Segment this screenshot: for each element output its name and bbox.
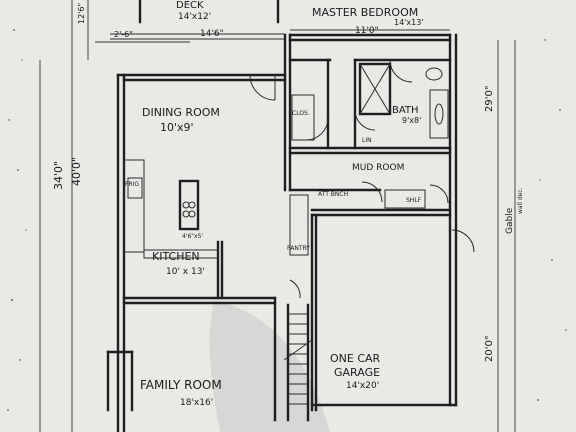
master-bedroom-size: 14'x13' (394, 18, 424, 27)
right-note-2: wall dec. (517, 187, 524, 214)
paper-speckle (7, 29, 567, 411)
left-dim-side: 12'6" (77, 3, 86, 24)
garage-label-2: GARAGE (334, 366, 380, 379)
garage-size: 14'x20' (346, 381, 379, 391)
right-dim-1: 29'0" (484, 86, 495, 112)
exterior-walls (116, 33, 458, 432)
dimension-labels: 14'6" 11'0" 2'-6" 12'6" 34'0" 40'0" 29'0… (52, 3, 524, 362)
deck-label: DECK (176, 0, 204, 11)
kitchen-size: 10' x 13' (166, 267, 205, 277)
door-swings (249, 59, 475, 299)
deck-size: 14'x12' (178, 12, 211, 22)
bench-label: ATT BNCH (318, 191, 348, 198)
frig-label: FRIG (125, 181, 139, 188)
dining-room-label: DINING ROOM (142, 106, 220, 119)
room-labels: DECK 14'x12' MASTER BEDROOM 14'x13' DINI… (140, 0, 424, 408)
garage-label-1: ONE CAR (330, 352, 381, 365)
storage-boxes (289, 94, 426, 256)
shower-stall (358, 62, 392, 116)
closet-label: CLOS. (292, 110, 310, 117)
linen-label: LIN (362, 137, 372, 144)
fixture-labels: CLOS. FRIG PANTRY LIN ATT BNCH SHLF 4'6"… (125, 110, 422, 252)
dining-room-size: 10'x9' (160, 121, 194, 134)
left-total-1: 34'0" (52, 161, 65, 190)
bath-label: BATH (392, 105, 419, 116)
right-note: Gable (505, 207, 515, 234)
paper-shadow (209, 300, 330, 432)
deck-area (110, 0, 285, 40)
bath-fixtures (425, 67, 449, 139)
mud-room-label: MUD ROOM (352, 163, 404, 173)
shelf-label: SHLF (406, 197, 422, 204)
dimension-lines (39, 0, 516, 432)
left-total-2: 40'0" (70, 157, 83, 186)
pantry-label: PANTRY (287, 245, 310, 252)
master-bedroom-label: MASTER BEDROOM (312, 6, 418, 19)
kitchen-label: KITCHEN (152, 250, 200, 263)
kitchen-island (178, 179, 200, 231)
upper-dim-1: 14'6" (200, 29, 224, 39)
bath-size: 9'x8' (402, 116, 421, 125)
family-room-label: FAMILY ROOM (140, 378, 222, 392)
stairs (283, 303, 313, 422)
family-room-size: 18'x16' (180, 398, 213, 408)
kitchen-counters (123, 159, 219, 259)
left-dim-top: 2'-6" (114, 30, 133, 39)
upper-dim-2: 11'0" (355, 26, 379, 36)
island-dimension: 4'6"x5' (182, 233, 203, 240)
right-dim-2: 20'0" (484, 336, 495, 362)
